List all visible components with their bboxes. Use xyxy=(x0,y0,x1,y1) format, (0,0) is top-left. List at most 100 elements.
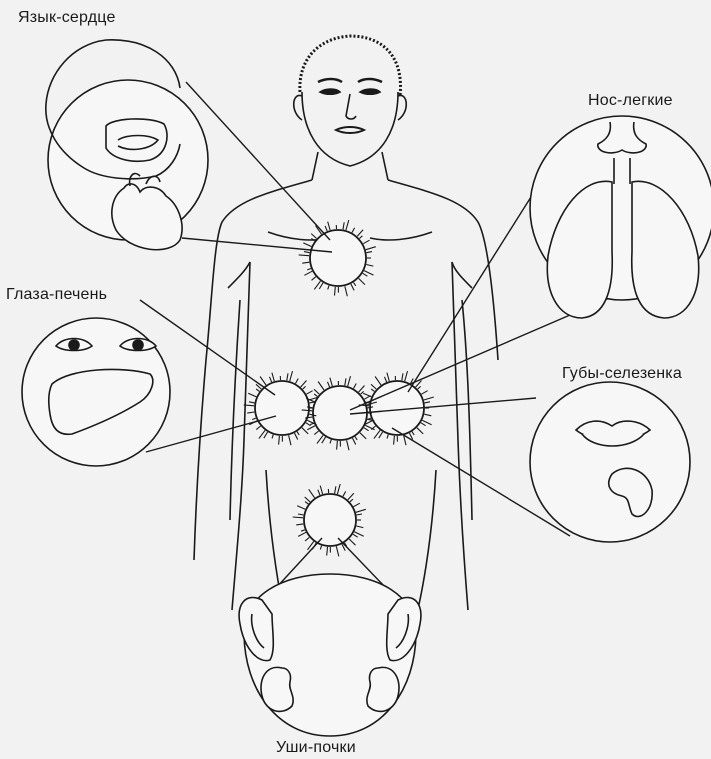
liver-ray xyxy=(303,386,306,389)
figure-eye-left xyxy=(320,89,340,94)
liver-ray xyxy=(249,402,255,403)
lungs-ray xyxy=(387,435,388,439)
spleen-ray xyxy=(348,376,351,386)
kidneys-ray xyxy=(309,489,315,498)
lungs-ray xyxy=(371,384,376,389)
kidneys-ray xyxy=(343,491,346,496)
kidneys-ray xyxy=(336,546,339,556)
nose-lungs-bubble xyxy=(530,116,711,318)
lungs-ray xyxy=(418,386,421,389)
heart-ray xyxy=(307,269,311,270)
liver-ray xyxy=(302,428,308,434)
kidneys-center-circle xyxy=(304,494,356,546)
figure-brow-left xyxy=(318,79,342,82)
heart-ray xyxy=(366,265,373,267)
kidneys-ray xyxy=(305,497,310,502)
lungs-ray xyxy=(371,389,374,391)
kidneys-ray xyxy=(357,514,363,515)
kidneys-ray xyxy=(335,486,336,493)
kidneys-ray xyxy=(305,537,309,541)
spleen-ray xyxy=(354,384,357,389)
heart-center-circle xyxy=(310,230,366,286)
label-lips-spleen: Губы-селезенка xyxy=(562,365,682,383)
lungs-ray xyxy=(425,402,431,403)
lungs-ray xyxy=(405,371,408,381)
kidney-right-icon xyxy=(367,667,399,711)
figure-ear-right xyxy=(398,95,406,120)
liver-ray xyxy=(301,381,307,388)
heart-ray xyxy=(302,262,309,263)
liver-ray xyxy=(252,418,256,420)
lungs-ray xyxy=(421,391,427,395)
kidneys-ray xyxy=(350,499,353,502)
spleen-ray xyxy=(347,440,349,450)
figure-torso-right xyxy=(452,262,458,440)
figure-nose xyxy=(346,94,356,119)
heart-ray xyxy=(299,255,309,256)
lips-bubble-outline xyxy=(530,382,690,542)
lungs-ray xyxy=(424,397,434,400)
heart-ray xyxy=(354,283,356,286)
connector-eyes-2 xyxy=(146,416,276,452)
tongue-heart-bubble xyxy=(46,40,208,250)
organ-centers xyxy=(255,230,424,546)
heart-ray xyxy=(343,222,344,229)
lungs-ray xyxy=(424,414,431,416)
label-eyes-liver: Глаза-печень xyxy=(6,286,107,304)
kidneys-ray xyxy=(349,539,355,545)
lungs-ray xyxy=(421,423,426,426)
kidney-left-icon xyxy=(261,667,293,711)
human-figure xyxy=(194,36,498,640)
heart-ray xyxy=(346,220,349,230)
spleen-ray xyxy=(330,440,331,444)
kidneys-ray xyxy=(293,517,303,518)
liver-ray xyxy=(272,435,273,439)
heart-ray xyxy=(363,240,369,244)
spleen-ray xyxy=(345,378,346,385)
kidneys-ray xyxy=(305,502,308,504)
liver-ray xyxy=(289,435,291,445)
figure-neck-left xyxy=(312,152,318,180)
liver-ray xyxy=(279,436,280,445)
spleen-ray xyxy=(353,438,356,444)
lungs-ray xyxy=(394,436,395,445)
heart-ray xyxy=(359,236,362,239)
lungs-ray xyxy=(417,428,423,434)
spleen-ray xyxy=(360,433,366,439)
heart-ray xyxy=(304,252,310,253)
liver-ray xyxy=(247,412,254,413)
heart-ray xyxy=(366,247,376,250)
figure-hair xyxy=(300,36,401,96)
heart-ray xyxy=(325,226,327,231)
figure-mouth xyxy=(336,127,364,133)
kidneys-ray xyxy=(298,532,306,536)
pupil-right-icon xyxy=(133,340,143,350)
heart-ray xyxy=(311,234,316,239)
ears-kidneys-bubble xyxy=(239,574,421,736)
figure-shoulder-right xyxy=(388,180,498,360)
figure-head xyxy=(302,92,398,166)
liver-ray xyxy=(256,426,260,430)
spleen-ray xyxy=(359,386,365,393)
liver-ray xyxy=(295,433,298,439)
lungs-ray xyxy=(375,377,381,386)
spleen-ray xyxy=(337,441,338,450)
spleen-ray xyxy=(364,428,369,431)
lungs-ray xyxy=(387,373,389,382)
heart-ray xyxy=(304,271,312,275)
spleen-ray xyxy=(307,426,315,430)
liver-ray xyxy=(270,377,272,382)
heart-ray xyxy=(351,284,354,290)
spleen-ray xyxy=(314,431,318,435)
lungs-ray xyxy=(412,432,414,435)
figure-eye-right xyxy=(360,89,380,94)
kidneys-ray xyxy=(298,514,304,515)
liver-ray xyxy=(297,432,299,435)
heart-ray xyxy=(335,287,336,296)
liver-ray xyxy=(272,373,274,382)
lungs-ray xyxy=(363,393,371,397)
spleen-ray xyxy=(314,389,319,394)
kidneys-ray xyxy=(353,534,358,537)
kidneys-ray xyxy=(320,486,322,494)
eyes-liver-bubble xyxy=(22,318,170,466)
